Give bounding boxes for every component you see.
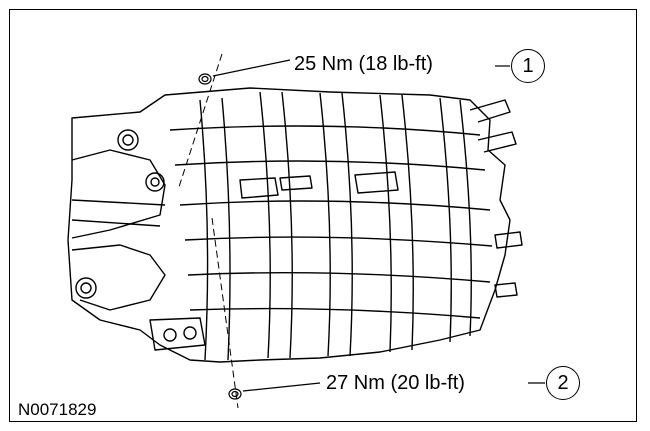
bolt-1 bbox=[198, 73, 212, 85]
callout-2-leader bbox=[242, 382, 321, 392]
callout-1-number-text: 1 bbox=[522, 54, 534, 77]
bolt-2-centerline bbox=[211, 217, 239, 409]
callout-2-number: 2 bbox=[546, 366, 580, 400]
callout-1-leader bbox=[212, 59, 291, 77]
callout-1-torque-label: 25 Nm (18 lb-ft) bbox=[294, 53, 433, 75]
bolt-2 bbox=[228, 388, 242, 400]
callout-2-torque-label: 27 Nm (20 lb-ft) bbox=[326, 372, 465, 394]
bolt-1-centerline bbox=[177, 53, 223, 191]
callout-1-number: 1 bbox=[511, 49, 545, 83]
figure-id: N0071829 bbox=[18, 400, 97, 419]
housing-outline bbox=[67, 87, 511, 363]
callout-2-number-text: 2 bbox=[557, 371, 569, 394]
